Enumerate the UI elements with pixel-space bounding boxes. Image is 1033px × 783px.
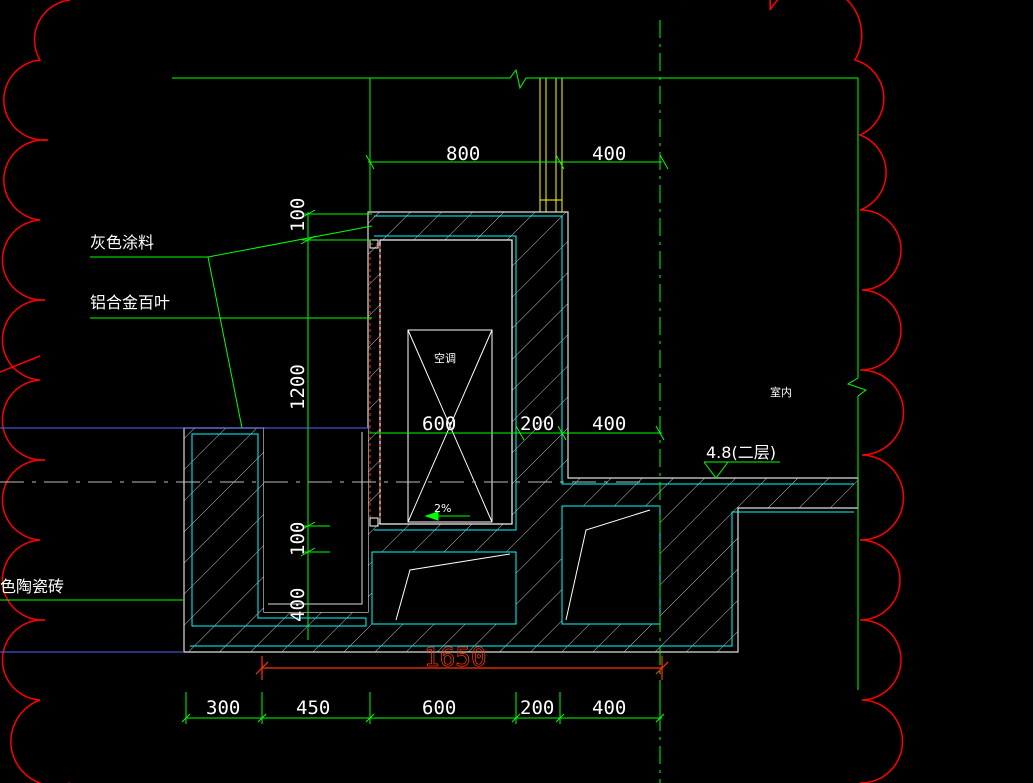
label-indoor: 室内: [770, 385, 792, 399]
dim-bot-300: 300: [206, 697, 240, 719]
label-slope: 2%: [434, 502, 451, 515]
dim-bot-450: 450: [296, 697, 330, 719]
dim-mid-600: 600: [422, 413, 456, 435]
reference-lines: [0, 20, 661, 783]
label-aluminum-louver: 铝合金百叶: [90, 293, 170, 312]
label-floor-level: 4.8(二层): [706, 443, 776, 462]
revision-cloud: [0, 0, 905, 783]
ac-cavity: [379, 239, 513, 525]
dim-bot-200: 200: [520, 697, 554, 719]
dim-mid-200: 200: [520, 413, 554, 435]
dim-bot-400: 400: [592, 697, 626, 719]
dim-v-100-bottom: 100: [287, 522, 309, 556]
label-ac-unit: 空调: [434, 351, 456, 365]
ac-unit-symbol: [407, 329, 493, 523]
label-gray-paint: 灰色涂料: [90, 233, 154, 252]
aluminum-louver: [369, 239, 381, 527]
dim-mid-400: 400: [592, 413, 626, 435]
lower-void-right: [561, 505, 661, 625]
dim-top-800: 800: [446, 143, 480, 165]
lower-void-left: [371, 551, 517, 625]
concrete-section: [183, 211, 859, 653]
dim-bot-600: 600: [422, 697, 456, 719]
dim-overall-1650: 1650: [424, 643, 487, 673]
overall-dimension: [255, 656, 669, 680]
dim-v-100-top: 100: [287, 198, 309, 232]
annotation-lines: [0, 68, 868, 724]
window-frame: [539, 78, 563, 212]
label-ceramic-tile: 色陶瓷砖: [0, 577, 64, 596]
dim-v-1200: 1200: [287, 364, 309, 410]
dim-v-400: 400: [287, 588, 309, 622]
dim-top-400: 400: [592, 143, 626, 165]
